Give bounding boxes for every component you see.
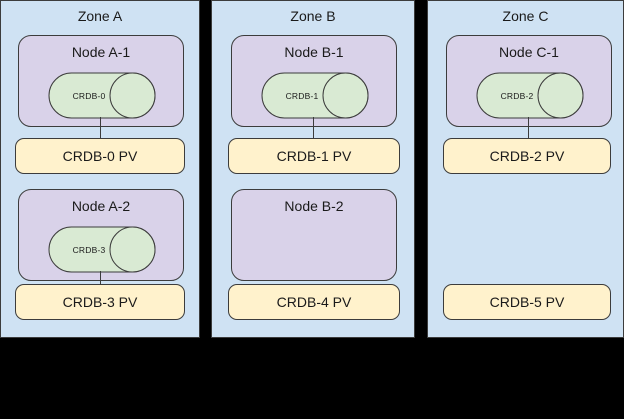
zone-title-a: Zone A: [77, 8, 123, 24]
connector-crdb-3: [100, 271, 101, 292]
node-title-b-1: Node B-1: [284, 44, 344, 60]
node-box-c-1[interactable]: Node C-1 CRDB-2: [446, 35, 612, 127]
crdb-pod-crdb-3[interactable]: CRDB-3: [48, 226, 156, 273]
connector-crdb-2: [528, 117, 529, 138]
zone-title-c: Zone C: [502, 8, 549, 24]
zone-title-b: Zone B: [290, 8, 336, 24]
pv-box-crdb-4-pv[interactable]: CRDB-4 PV: [228, 284, 400, 320]
pv-box-crdb-0-pv[interactable]: CRDB-0 PV: [15, 138, 185, 174]
pv-label-crdb-3-pv: CRDB-3 PV: [62, 293, 138, 310]
node-title-c-1: Node C-1: [499, 44, 559, 60]
crdb-pod-crdb-2[interactable]: CRDB-2: [476, 72, 584, 119]
crdb-pod-label-crdb-0: CRDB-0: [72, 90, 106, 101]
zone-panel-c[interactable]: Zone C Node C-1 CRDB-2 CRDB-2 PV CRDB-5 …: [427, 0, 624, 338]
connector-crdb-0: [100, 117, 101, 138]
pv-label-crdb-5-pv: CRDB-5 PV: [489, 293, 565, 310]
crdb-pod-crdb-1[interactable]: CRDB-1: [261, 72, 369, 119]
node-title-b-2: Node B-2: [284, 198, 344, 214]
pv-box-crdb-1-pv[interactable]: CRDB-1 PV: [228, 138, 400, 174]
pv-label-crdb-2-pv: CRDB-2 PV: [489, 147, 565, 164]
crdb-pod-label-crdb-1: CRDB-1: [285, 90, 319, 101]
pv-label-crdb-0-pv: CRDB-0 PV: [62, 147, 138, 164]
crdb-pod-crdb-0[interactable]: CRDB-0: [48, 72, 156, 119]
node-title-a-2: Node A-2: [71, 198, 131, 214]
connector-crdb-1: [313, 117, 314, 138]
pv-box-crdb-5-pv[interactable]: CRDB-5 PV: [443, 284, 611, 320]
zone-panel-b[interactable]: Zone B Node B-1 CRDB-1 CRDB-1 PV Node B-…: [211, 0, 415, 338]
zone-panel-a[interactable]: Zone A Node A-1 CRDB-0 CRDB-0 PV Node A-…: [0, 0, 200, 338]
pv-label-crdb-4-pv: CRDB-4 PV: [276, 293, 352, 310]
crdb-pod-label-crdb-2: CRDB-2: [500, 90, 534, 101]
node-title-a-1: Node A-1: [71, 44, 131, 60]
pv-label-crdb-1-pv: CRDB-1 PV: [276, 147, 352, 164]
node-box-b-1[interactable]: Node B-1 CRDB-1: [231, 35, 397, 127]
pv-box-crdb-2-pv[interactable]: CRDB-2 PV: [443, 138, 611, 174]
node-box-a-1[interactable]: Node A-1 CRDB-0: [18, 35, 184, 127]
node-box-b-2[interactable]: Node B-2: [231, 189, 397, 281]
pv-box-crdb-3-pv[interactable]: CRDB-3 PV: [15, 284, 185, 320]
node-box-a-2[interactable]: Node A-2 CRDB-3: [18, 189, 184, 281]
crdb-pod-label-crdb-3: CRDB-3: [72, 244, 106, 255]
